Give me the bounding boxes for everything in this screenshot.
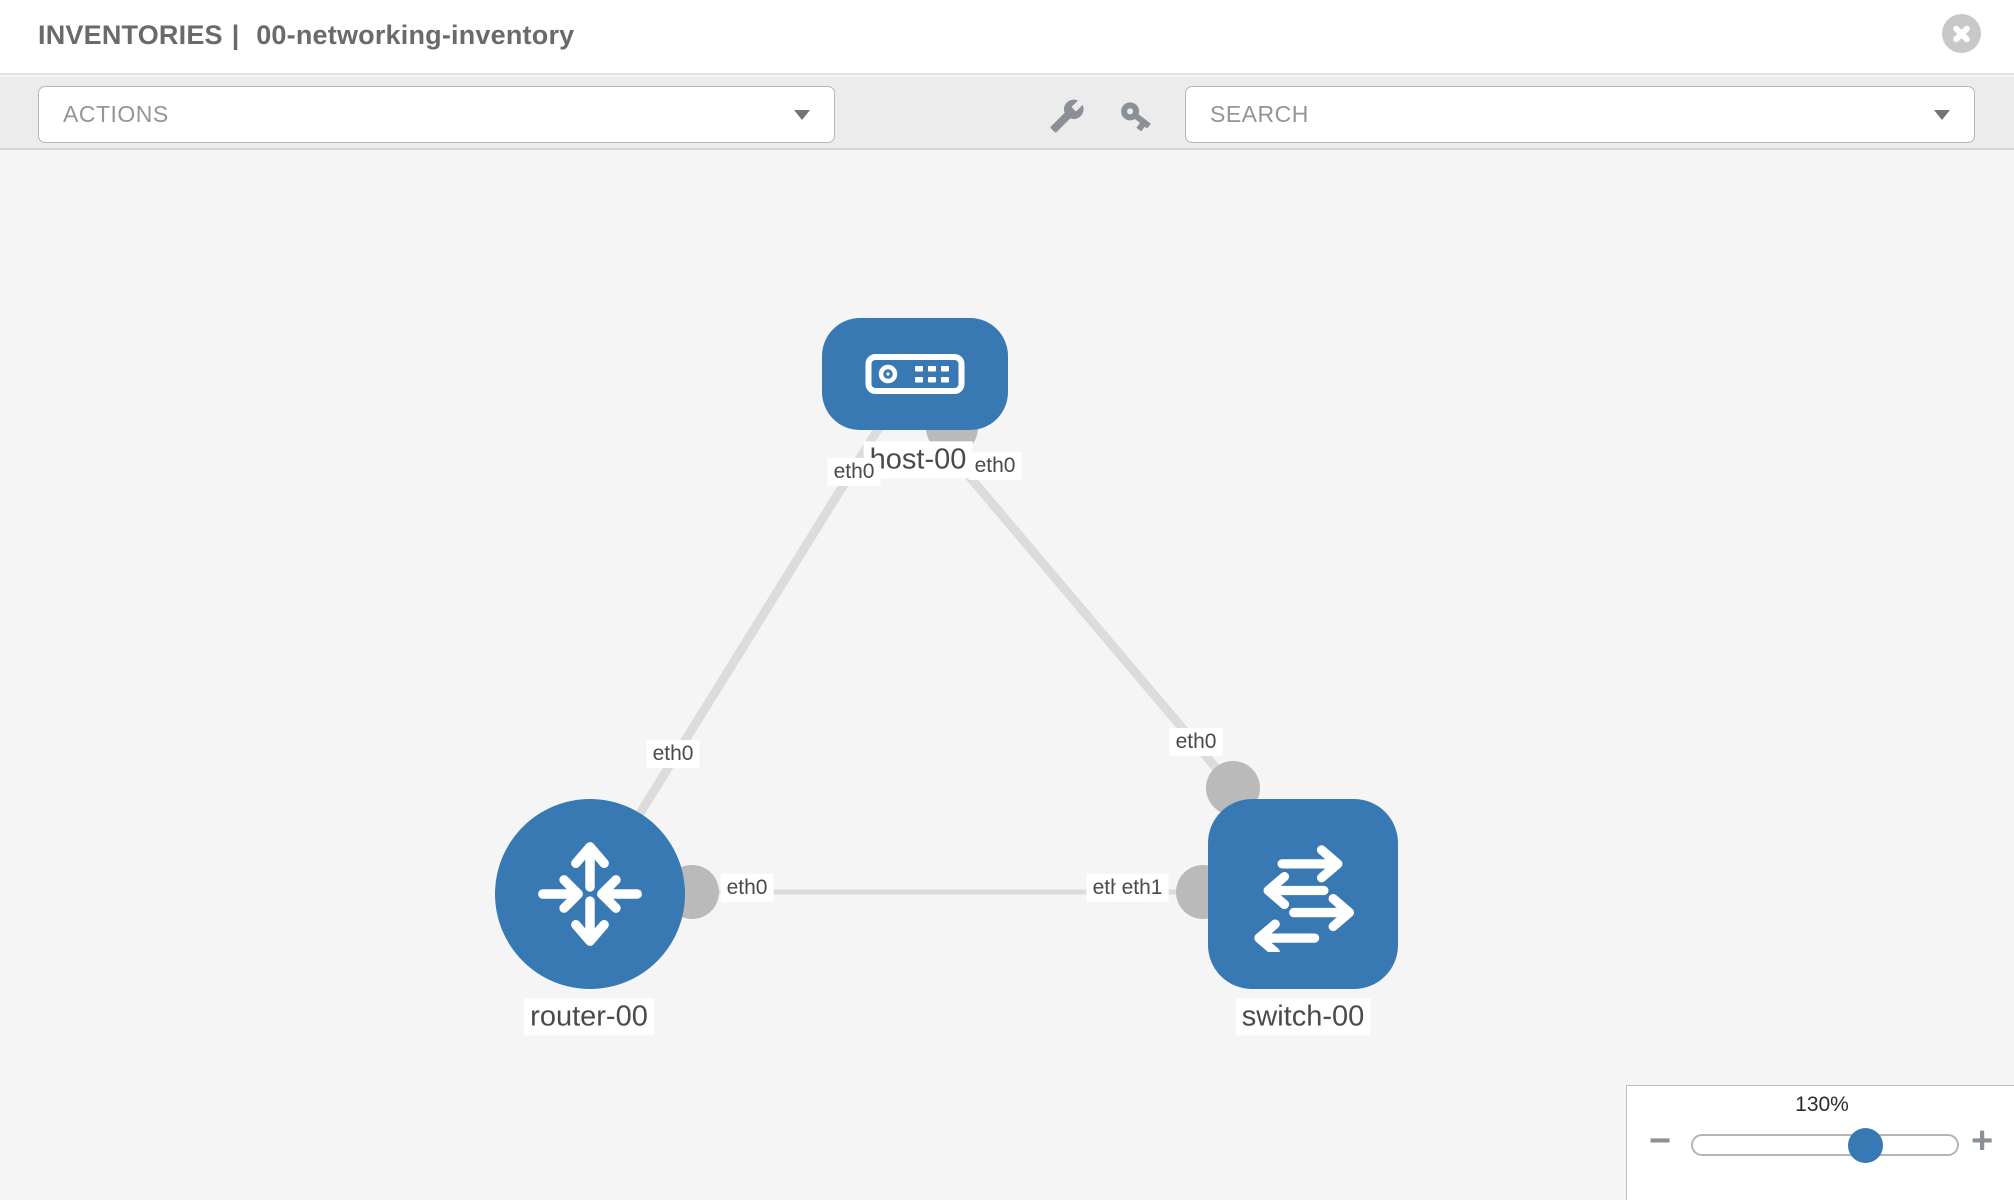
zoom-out-button[interactable]: − <box>1649 1120 1672 1162</box>
zoom-level-value: 130% <box>1795 1093 1849 1116</box>
zoom-in-button[interactable]: + <box>1971 1120 1994 1162</box>
interface-label: eth0 <box>1169 727 1223 757</box>
interface-label: eth0 <box>720 873 774 903</box>
node-router-00[interactable] <box>495 799 685 989</box>
configure-button[interactable] <box>1049 98 1085 134</box>
key-icon <box>1121 102 1151 132</box>
zoom-slider-knob[interactable] <box>1848 1128 1883 1163</box>
breadcrumb-section: INVENTORIES <box>38 20 223 50</box>
actions-dropdown[interactable]: ACTIONS <box>38 86 835 143</box>
node-label-router: router-00 <box>524 998 654 1036</box>
node-host-00[interactable] <box>822 318 1008 430</box>
inventory-name: 00-networking-inventory <box>256 20 575 50</box>
breadcrumb-separator: | <box>231 20 240 50</box>
wrench-icon <box>1050 99 1084 133</box>
search-dropdown[interactable]: SEARCH <box>1185 86 1975 143</box>
topology-canvas[interactable]: host-00 router-00 switch-00 eth0 eth0 et… <box>0 152 2014 1200</box>
actions-dropdown-label: ACTIONS <box>63 101 169 127</box>
router-icon <box>538 842 642 946</box>
close-button[interactable] <box>1942 14 1981 53</box>
node-label-host: host-00 <box>863 441 973 479</box>
zoom-slider[interactable] <box>1691 1128 1959 1163</box>
interface-label: eth1 <box>1115 873 1169 903</box>
modal-header: INVENTORIES | 00-networking-inventory <box>0 0 2014 75</box>
switch-icon <box>1254 845 1355 952</box>
links-layer <box>586 423 1237 897</box>
node-label-switch: switch-00 <box>1235 998 1371 1036</box>
server-icon <box>865 354 965 394</box>
node-switch-00[interactable] <box>1208 799 1398 989</box>
chevron-down-icon <box>794 109 810 120</box>
credentials-button[interactable] <box>1118 98 1154 134</box>
toolbar: ACTIONS SEARCH <box>0 77 2014 150</box>
chevron-down-icon <box>1934 109 1950 120</box>
interface-label: eth0 <box>968 451 1022 481</box>
interface-label: eth0 <box>827 457 881 487</box>
zoom-panel: 130% − + <box>1626 1085 2014 1200</box>
search-dropdown-label: SEARCH <box>1210 101 1309 127</box>
page-title: INVENTORIES | 00-networking-inventory <box>38 20 583 51</box>
interface-label: eth0 <box>646 739 700 769</box>
